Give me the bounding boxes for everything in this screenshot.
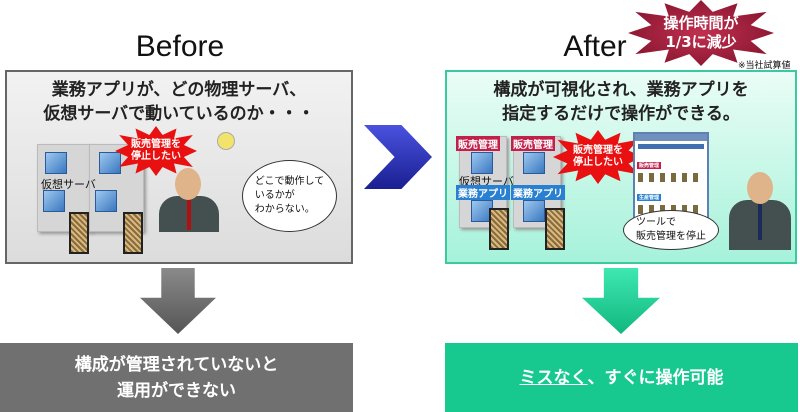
thought-text: いるかが	[254, 190, 295, 201]
before-result-line: 構成が管理されていないと	[74, 354, 279, 375]
burst-text: 停止したい	[573, 157, 623, 168]
vm-cube-icon	[523, 152, 545, 174]
person-head-icon	[175, 168, 201, 200]
after-panel: 構成が可視化され、業務アプリを 指定するだけで操作ができる。 販売管理 販売管理…	[445, 70, 797, 264]
tie-icon	[187, 198, 191, 230]
result-emphasis: ミスなく	[519, 367, 588, 388]
window-titlebar	[635, 134, 707, 141]
person-head-icon	[747, 172, 773, 204]
app-tag: 業務アプリ	[456, 185, 510, 200]
badge-text: 操作時間が	[663, 14, 739, 32]
after-description-line: 構成が可視化され、業務アプリを	[493, 80, 749, 100]
physical-server-icon	[489, 208, 509, 250]
vm-cube-icon	[99, 152, 121, 174]
physical-server-icon	[69, 212, 89, 254]
after-description-line: 指定するだけで操作ができる。	[502, 104, 740, 124]
vm-label: 仮想サーバ	[459, 175, 514, 188]
server-icons-row	[638, 173, 704, 182]
stop-sales-burst: 販売管理を停止したい	[553, 130, 643, 184]
physical-server-icon	[545, 208, 565, 250]
sales-tag: 販売管理	[456, 136, 500, 151]
before-description: 業務アプリが、どの物理サーバ、 仮想サーバで動いているのか・・・	[7, 78, 351, 126]
after-result: ミスなく、すぐに操作可能	[445, 343, 798, 412]
thought-cloud: どこで動作しているかがわからない。	[242, 160, 337, 232]
window-header	[638, 144, 704, 149]
chevron-right-icon	[364, 125, 432, 189]
burst-text: 販売管理を	[573, 145, 623, 156]
physical-server-icon	[123, 212, 143, 254]
before-result: 構成が管理されていないと運用ができない	[0, 343, 353, 412]
confused-thought-icon	[217, 132, 235, 150]
vm-cube-icon	[43, 190, 65, 212]
before-description-line: 業務アプリが、どの物理サーバ、	[51, 80, 307, 100]
burst-text: 停止したい	[131, 151, 181, 162]
vm-cube-icon	[95, 190, 117, 212]
tie-icon	[758, 202, 762, 240]
thought-text: 販売管理を停止	[636, 231, 706, 242]
result-text: 、すぐに操作可能	[587, 367, 724, 388]
badge-text: 1/3に減少	[665, 33, 737, 51]
tool-group-production[interactable]: 生産管理	[637, 194, 662, 201]
vm-label: 仮想サーバ	[41, 178, 96, 191]
thought-text: どこで動作して	[254, 176, 325, 187]
footnote: ※当社試算値	[738, 61, 791, 71]
after-heading: After	[563, 30, 627, 63]
tool-group-sales[interactable]: 販売管理	[637, 162, 662, 169]
vm-cube-icon	[523, 200, 545, 222]
vm-cube-icon	[45, 152, 67, 174]
before-heading: Before	[135, 30, 225, 63]
sales-tag: 販売管理	[511, 136, 555, 151]
before-panel: 業務アプリが、どの物理サーバ、 仮想サーバで動いているのか・・・ 仮想サーバ 販…	[5, 70, 353, 264]
thought-cloud: ツールで販売管理を停止	[623, 210, 719, 250]
thought-text: ツールで	[636, 217, 676, 228]
thought-text: わからない。	[254, 204, 315, 215]
vm-cube-icon	[471, 152, 493, 174]
after-down-arrow-icon	[582, 268, 660, 334]
app-tag: 業務アプリ	[511, 185, 565, 200]
before-description-line: 仮想サーバで動いているのか・・・	[43, 104, 315, 124]
after-description: 構成が可視化され、業務アプリを 指定するだけで操作ができる。	[447, 78, 795, 126]
before-result-line: 運用ができない	[117, 380, 236, 401]
burst-text: 販売管理を	[131, 139, 181, 150]
before-down-arrow-icon	[140, 268, 216, 334]
